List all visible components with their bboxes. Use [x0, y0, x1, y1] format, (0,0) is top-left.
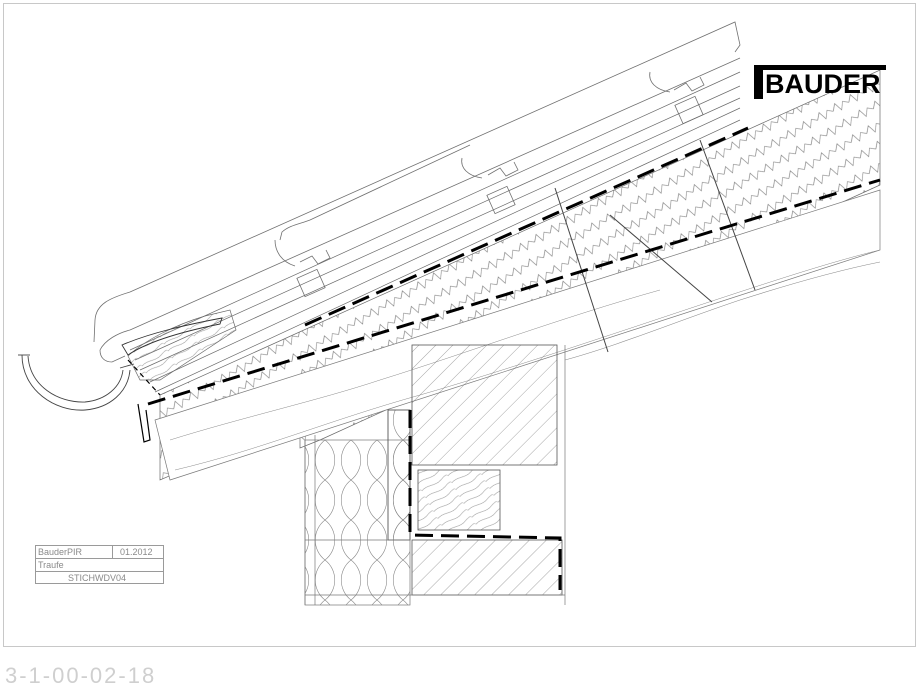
- title-block-product: BauderPIR: [38, 547, 83, 557]
- drawing-frame: [3, 3, 916, 647]
- roof-tiles: [93, 21, 741, 363]
- battens: [129, 71, 741, 393]
- bauder-logo-mark: [754, 65, 886, 99]
- drawing-number: 3-1-00-02-18: [5, 663, 157, 688]
- roofing-underlay: [304, 126, 749, 327]
- vapour-barrier: [147, 178, 881, 406]
- title-block: BauderPIR 01.2012 Traufe STICHWDV04: [35, 545, 164, 587]
- wall-plate: [411, 344, 558, 466]
- wall-outline: [304, 345, 566, 605]
- gutter: [18, 354, 135, 411]
- ceiling-surface: [564, 261, 881, 361]
- title-block-date: 01.2012: [120, 547, 153, 557]
- rafter-grain: [169, 289, 661, 441]
- eaves-vent-comb: [121, 317, 223, 356]
- bauder-logo-text: BAUDER: [765, 69, 881, 99]
- title-block-detail-name: Traufe: [38, 560, 64, 570]
- eaves-board: [127, 309, 237, 381]
- title-block-row: Traufe: [35, 558, 164, 571]
- wall-pir-strip: [387, 409, 411, 541]
- wall-plate-inner: [417, 469, 501, 531]
- title-block-row: BauderPIR 01.2012: [35, 545, 164, 558]
- vapour-barrier-wall: [408, 410, 562, 590]
- title-block-drawing-code: STICHWDV04: [68, 573, 127, 583]
- drip-flashing: [137, 403, 151, 443]
- bauder-logo: BAUDER: [754, 65, 886, 99]
- title-block-divider: [112, 546, 113, 558]
- roofing-underlay-eave: [127, 359, 161, 396]
- title-block-row: STICHWDV04: [35, 571, 164, 584]
- lower-beam: [411, 539, 563, 596]
